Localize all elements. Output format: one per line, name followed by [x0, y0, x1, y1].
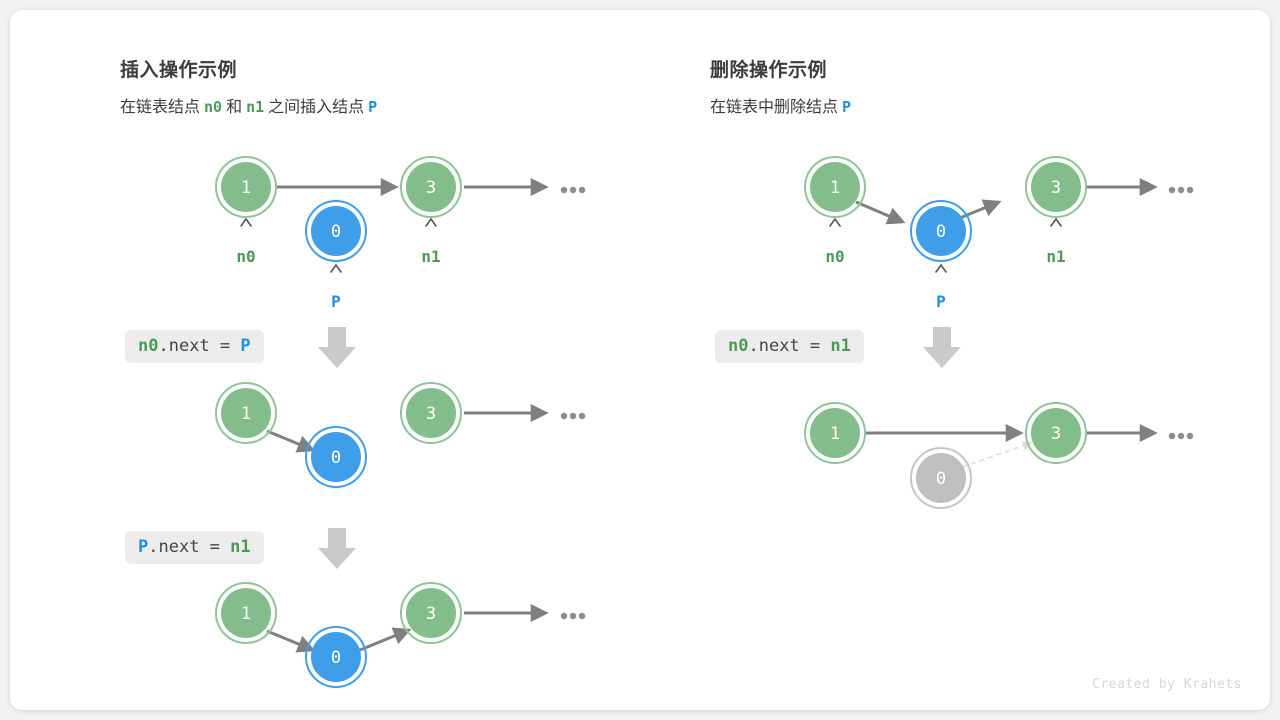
link-n0-to-p	[855, 200, 906, 225]
footer-credit: Created by Krahets	[1092, 677, 1242, 692]
ellipsis-icon	[1168, 432, 1194, 440]
code-run: .next =	[748, 336, 831, 356]
subtitle-run: n0	[204, 98, 223, 116]
caret-icon-n0	[240, 217, 252, 227]
code-run: n0	[138, 336, 159, 356]
code-label-n0-next-eq-p: n0.next = P	[125, 330, 264, 364]
node-value: 1	[830, 178, 840, 198]
pointer-label-n0: n0	[236, 247, 255, 266]
node-value: 3	[1051, 424, 1061, 444]
code-run: n0	[728, 336, 749, 356]
subtitle-run: n1	[246, 98, 265, 116]
subtitle-run: 和	[226, 99, 243, 116]
pointer-label-n1: n1	[1046, 247, 1065, 266]
panel-title-delete: 删除操作示例	[710, 60, 828, 81]
node-n0: 1	[215, 582, 277, 644]
node-value: 3	[1051, 178, 1061, 198]
pointer-label-n1: n1	[421, 247, 440, 266]
node-deleted: 0	[910, 447, 972, 509]
node-p: 0	[910, 200, 972, 262]
code-run: P	[240, 336, 251, 356]
link-n0-to-p	[266, 629, 316, 653]
node-value: 0	[936, 469, 946, 489]
code-label-p-next-eq-n1: P.next = n1	[125, 531, 264, 565]
node-n0: 1	[804, 402, 866, 464]
node-n0: 1	[804, 156, 866, 218]
down-arrow-icon-insert-1	[318, 327, 356, 368]
code-run: P	[138, 537, 149, 557]
link-p-to-n1	[359, 627, 412, 652]
pointer-label-n0: n0	[825, 247, 844, 266]
node-value: 0	[331, 448, 341, 468]
code-run: .next =	[148, 537, 231, 557]
node-n1: 3	[1025, 402, 1087, 464]
node-n1: 3	[1025, 156, 1087, 218]
node-n1: 3	[400, 582, 462, 644]
subtitle-run: P	[842, 98, 852, 116]
caret-icon-n0	[829, 217, 841, 227]
node-value: 3	[426, 178, 436, 198]
ellipsis-icon	[560, 186, 586, 194]
node-value: 3	[426, 604, 436, 624]
pointer-label-p: P	[936, 292, 946, 311]
pointer-label-p: P	[331, 292, 341, 311]
caret-icon-p	[330, 263, 342, 273]
node-value: 1	[241, 404, 251, 424]
node-n1: 3	[400, 382, 462, 444]
panel-title-insert: 插入操作示例	[120, 60, 238, 81]
diagram-row-insert-before: 1 n0 0 P 3 n1	[215, 156, 586, 311]
node-value: 1	[241, 604, 251, 624]
node-value: 0	[936, 222, 946, 242]
code-run: .next =	[158, 336, 241, 356]
node-value: 0	[331, 222, 341, 242]
down-arrow-icon-delete-1	[923, 327, 961, 368]
caret-icon-n1	[1050, 217, 1062, 227]
caret-icon-n1	[425, 217, 437, 227]
ellipsis-icon	[1168, 186, 1194, 194]
diagram-row-delete-before: 1 n0 0 P 3 n1	[804, 156, 1194, 311]
node-value: 0	[331, 648, 341, 668]
subtitle-run: P	[368, 98, 378, 116]
link-n0-to-p	[266, 429, 316, 453]
code-run: n1	[830, 336, 851, 356]
ellipsis-icon	[560, 412, 586, 420]
node-p: 0	[305, 200, 367, 262]
caret-icon-p	[935, 263, 947, 273]
node-value: 1	[241, 178, 251, 198]
subtitle-run: 在链表结点	[120, 99, 201, 116]
down-arrow-icon-insert-2	[318, 528, 356, 569]
code-run: n1	[230, 537, 251, 557]
code-label-n0-next-eq-n1: n0.next = n1	[715, 330, 864, 364]
ellipsis-icon	[560, 612, 586, 620]
node-value: 3	[426, 404, 436, 424]
node-value: 1	[830, 424, 840, 444]
subtitle-run: 在链表中删除结点	[710, 99, 839, 116]
node-p: 0	[305, 426, 367, 488]
node-n1: 3	[400, 156, 462, 218]
node-n0: 1	[215, 382, 277, 444]
diagram-row-insert-step2: 1 0 3	[215, 582, 586, 688]
diagram-row-delete-after: 1 0 3	[804, 402, 1194, 509]
node-n0: 1	[215, 156, 277, 218]
diagram-row-insert-step1: 1 0 3	[215, 382, 586, 488]
node-p: 0	[305, 626, 367, 688]
link-deleted-node-dashed	[953, 441, 1033, 471]
subtitle-run: 之间插入结点	[268, 99, 365, 116]
